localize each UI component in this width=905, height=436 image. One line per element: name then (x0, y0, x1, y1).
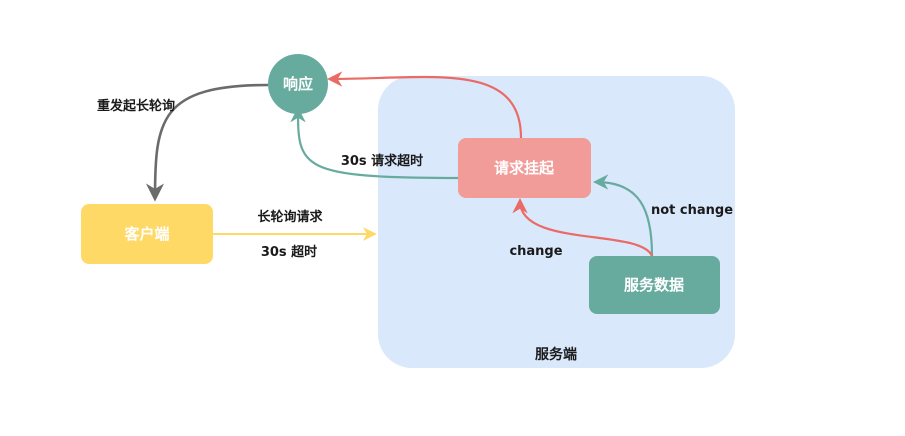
node-response: 响应 (268, 54, 328, 114)
node-service-data: 服务数据 (589, 256, 720, 314)
node-service-data-shape (589, 256, 720, 314)
edge-request-timeout (290, 106, 459, 180)
node-response-label: 响应 (283, 75, 313, 93)
edge-relaunch-long-poll-label: 重发起长轮询 (97, 98, 175, 114)
edge-relaunch-long-poll (145, 83, 269, 202)
edge-pending-to-response (326, 71, 523, 139)
edge-not-change (592, 174, 654, 257)
edge-not-change-label: not change (651, 203, 733, 218)
edge-request-timeout-label: 30s 请求超时 (341, 153, 423, 169)
node-service-data-label: 服务数据 (624, 276, 684, 294)
node-client: 客户端 (81, 204, 213, 264)
node-request-pending-label: 请求挂起 (494, 159, 555, 177)
node-client-label: 客户端 (123, 225, 169, 243)
node-client-shape (81, 204, 213, 264)
edge-client-timeout-label: 30s 超时 (261, 244, 317, 260)
node-request-pending: 请求挂起 (458, 138, 591, 198)
edge-change-label: change (509, 244, 562, 259)
node-request-pending-shape (458, 138, 591, 198)
server-region-label: 服务端 (535, 346, 577, 363)
node-response-shape (268, 54, 328, 114)
edge-change (512, 197, 654, 257)
server-region (378, 76, 735, 368)
edge-long-poll-request-label: 长轮询请求 (257, 209, 323, 225)
